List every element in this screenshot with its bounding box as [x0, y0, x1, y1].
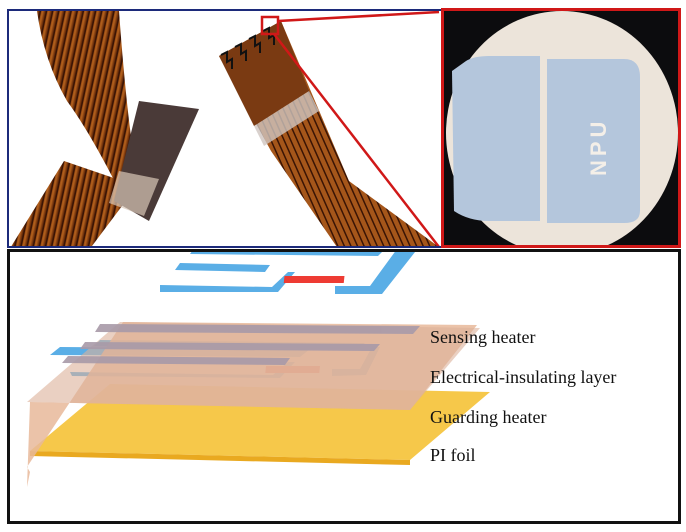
layer-diagram-panel: Sensing heater Electrical-insulating lay…	[7, 249, 681, 524]
layer-label-pi-foil: PI foil	[430, 445, 476, 465]
npu-marking: NPU	[586, 118, 611, 176]
flex-strip-photo	[11, 11, 440, 246]
layer-label-guarding-heater: Guarding heater	[430, 407, 547, 427]
layer-label-insulating-layer: Electrical-insulating layer	[430, 367, 617, 387]
layer-label-sensing-heater: Sensing heater	[430, 327, 536, 347]
microscope-inset: NPU	[441, 8, 681, 248]
microscope-view: NPU	[446, 11, 678, 245]
sensor-photo-panel	[7, 9, 441, 248]
layer-stack-diagram	[27, 252, 490, 487]
